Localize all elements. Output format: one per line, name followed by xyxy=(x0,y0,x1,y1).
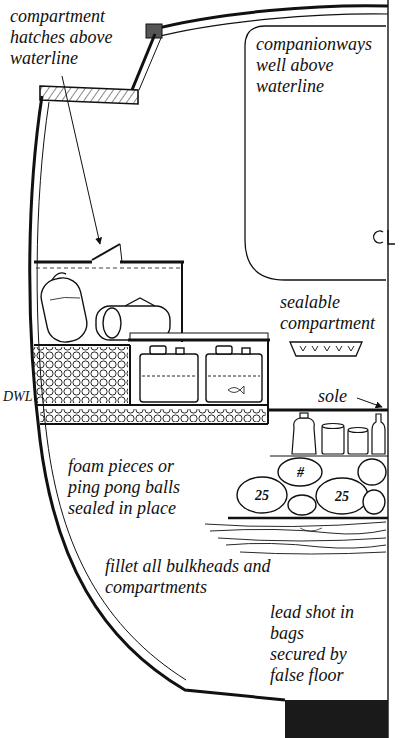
ballast-keel xyxy=(285,700,388,738)
hull-skin xyxy=(30,96,285,700)
shelf xyxy=(34,344,130,346)
compartment-floor xyxy=(40,423,268,425)
settee-top xyxy=(34,261,92,264)
waterline-floor xyxy=(36,404,268,406)
bilge-wood xyxy=(205,522,386,554)
centerline-symbol xyxy=(374,230,395,244)
callout-label: fillet all bulkheads and compartments xyxy=(105,556,275,598)
sealable-compartment xyxy=(290,342,362,356)
bulkhead xyxy=(181,262,183,342)
cabin-sole xyxy=(268,409,388,412)
bag-marking: # xyxy=(297,464,304,481)
bag-marking: 25 xyxy=(255,487,269,504)
callout-label: foam pieces or ping pong balls sealed in… xyxy=(68,456,203,519)
callout-label: sole xyxy=(318,386,347,407)
jerry-can xyxy=(206,346,262,402)
cabin-side-inner xyxy=(139,38,161,90)
cushion xyxy=(130,333,268,339)
callout-label: companionways well above waterline xyxy=(256,34,382,97)
leader-line xyxy=(62,76,100,244)
callout-label: sealable compartment xyxy=(280,292,384,334)
deck-beam xyxy=(40,86,138,104)
foam-fill xyxy=(40,409,266,422)
leader-line xyxy=(357,398,382,407)
hatch-lid xyxy=(92,244,120,260)
bulkhead xyxy=(129,345,131,405)
jerry-can xyxy=(140,346,198,402)
settee-top xyxy=(120,261,184,264)
centerline xyxy=(387,0,388,738)
lead-shot-bag xyxy=(237,458,386,515)
stores xyxy=(270,413,388,456)
false-floor xyxy=(228,517,388,520)
cabin-side xyxy=(132,34,155,90)
hatch-prop xyxy=(120,244,122,262)
fillet-line xyxy=(36,268,180,269)
bag-marking: 25 xyxy=(335,488,349,505)
callout-label: compartment hatches above waterline xyxy=(10,6,138,69)
callout-label: lead shot in bags secured by false floor xyxy=(270,602,362,686)
waterline-label: DWL xyxy=(3,388,33,405)
foam-fill xyxy=(33,347,128,403)
sail-bag xyxy=(38,273,90,346)
companionway-outline xyxy=(245,26,386,280)
